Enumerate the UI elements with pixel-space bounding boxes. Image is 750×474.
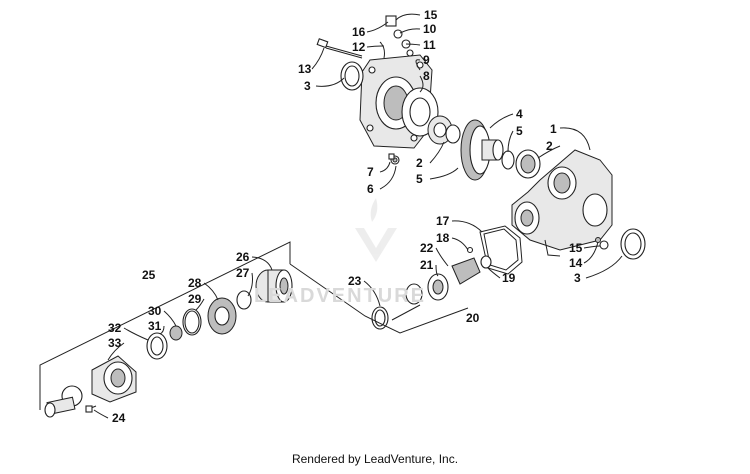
callout-labels: 15 10 11 9 8 16 12 13 3 4 5 1 2 2 5 7 6 …	[108, 8, 583, 425]
callout-5-a: 5	[516, 124, 523, 138]
part-snap-ring	[182, 308, 202, 336]
callout-21: 21	[420, 258, 434, 272]
part-ring-gear	[460, 119, 504, 181]
callout-19: 19	[502, 271, 516, 285]
callout-8: 8	[423, 69, 430, 83]
callout-6: 6	[367, 182, 374, 196]
watermark-logo	[355, 198, 397, 262]
callout-2-a: 2	[546, 139, 553, 153]
callout-4: 4	[516, 107, 523, 121]
callout-26: 26	[236, 250, 250, 264]
callout-11: 11	[423, 38, 436, 52]
callout-9: 9	[423, 53, 430, 67]
callout-3-right: 3	[574, 271, 581, 285]
part-pinion-group	[371, 246, 492, 330]
part-seal-top	[340, 61, 364, 91]
callout-30: 30	[148, 304, 162, 318]
callout-28: 28	[188, 276, 202, 290]
part-bolt-long	[316, 38, 363, 59]
callout-31: 31	[148, 319, 162, 333]
callout-16: 16	[352, 25, 366, 39]
callout-20: 20	[466, 311, 480, 325]
callout-18: 18	[436, 231, 450, 245]
callout-15-top: 15	[424, 8, 438, 22]
part-seal-left	[146, 325, 183, 360]
callout-5-b: 5	[416, 172, 423, 186]
watermark-text: LEADVENTURE	[254, 285, 427, 307]
part-bearing-right	[501, 149, 541, 179]
callout-7: 7	[367, 165, 374, 179]
leader-lines	[93, 13, 623, 419]
part-fitting-top	[385, 15, 414, 57]
part-yoke-flange	[91, 355, 137, 403]
callout-25: 25	[142, 268, 156, 282]
callout-10: 10	[423, 22, 437, 36]
callout-2-b: 2	[416, 156, 423, 170]
callout-32: 32	[108, 321, 122, 335]
callout-15-right: 15	[569, 241, 583, 255]
callout-1: 1	[550, 122, 557, 136]
footer-credit: Rendered by LeadVenture, Inc.	[291, 452, 459, 466]
callout-14: 14	[569, 256, 583, 270]
callout-24: 24	[112, 411, 126, 425]
callout-17: 17	[436, 214, 450, 228]
callout-27: 27	[236, 266, 250, 280]
bracket-25	[39, 241, 291, 410]
callout-33: 33	[108, 336, 122, 350]
part-plug-small	[388, 153, 400, 165]
callout-29: 29	[188, 292, 202, 306]
bracket-20	[289, 263, 469, 334]
part-hub	[427, 115, 461, 145]
callout-22: 22	[420, 241, 434, 255]
callout-23: 23	[348, 274, 362, 288]
callout-3-top: 3	[304, 79, 311, 93]
part-seal-right	[595, 228, 646, 260]
part-main-housing	[511, 149, 613, 257]
callout-13: 13	[298, 62, 312, 76]
callout-12: 12	[352, 40, 366, 54]
part-coupler	[255, 269, 293, 303]
part-bearing-left	[207, 290, 252, 335]
part-output-shaft	[44, 385, 97, 418]
